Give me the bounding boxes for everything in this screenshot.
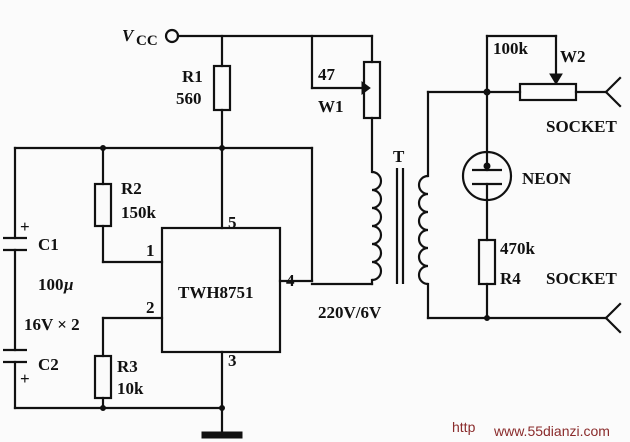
transformer-secondary <box>417 174 429 286</box>
r4-value: 470k <box>500 239 536 258</box>
c1-plus: + <box>20 217 30 236</box>
socket-top-prong <box>604 76 622 94</box>
socket-bottom-prong <box>604 302 622 320</box>
r2-value: 150k <box>121 203 157 222</box>
w2-name: W2 <box>560 47 586 66</box>
transformer-rating: 220V/6V <box>318 303 382 322</box>
w1-name: W1 <box>318 97 344 116</box>
r4-resistor <box>477 238 497 286</box>
ground-symbol <box>201 431 243 439</box>
pin-2-label: 2 <box>146 298 155 317</box>
w1-value: 47 <box>318 65 336 84</box>
watermark-url: www.55dianzi.com <box>493 423 610 439</box>
w2-potentiometer <box>518 82 578 102</box>
socket-bottom-label: SOCKET <box>546 269 618 288</box>
vcc-subscript: CC <box>136 33 158 49</box>
transformer-label: T <box>393 147 405 166</box>
r3-resistor <box>93 354 113 400</box>
r3-name: R3 <box>117 357 138 376</box>
pin-4-label: 4 <box>286 271 295 290</box>
pin-1-label: 1 <box>146 241 155 260</box>
r1-name: R1 <box>182 67 203 86</box>
c2-name: C2 <box>38 355 59 374</box>
pin-3-label: 3 <box>228 351 237 370</box>
r4-name: R4 <box>500 269 521 288</box>
c1-unit: μ <box>63 275 73 294</box>
r1-resistor <box>212 64 232 112</box>
socket-top-label: SOCKET <box>546 117 618 136</box>
r2-name: R2 <box>121 179 142 198</box>
ic-label: TWH8751 <box>178 283 254 302</box>
r2-resistor <box>93 182 113 228</box>
caps-rating: 16V × 2 <box>24 315 80 334</box>
c2-plus: + <box>20 369 30 388</box>
watermark-prefix: http <box>452 419 476 435</box>
c1-name: C1 <box>38 235 59 254</box>
transformer-primary <box>371 170 383 282</box>
vcc-terminal <box>164 28 180 44</box>
pin-5-label: 5 <box>228 213 237 232</box>
vcc-label: V <box>122 26 135 45</box>
c1-value: 100 <box>38 275 64 294</box>
r3-value: 10k <box>117 379 144 398</box>
r1-value: 560 <box>176 89 202 108</box>
neon-label: NEON <box>522 169 572 188</box>
w2-value: 100k <box>493 39 529 58</box>
